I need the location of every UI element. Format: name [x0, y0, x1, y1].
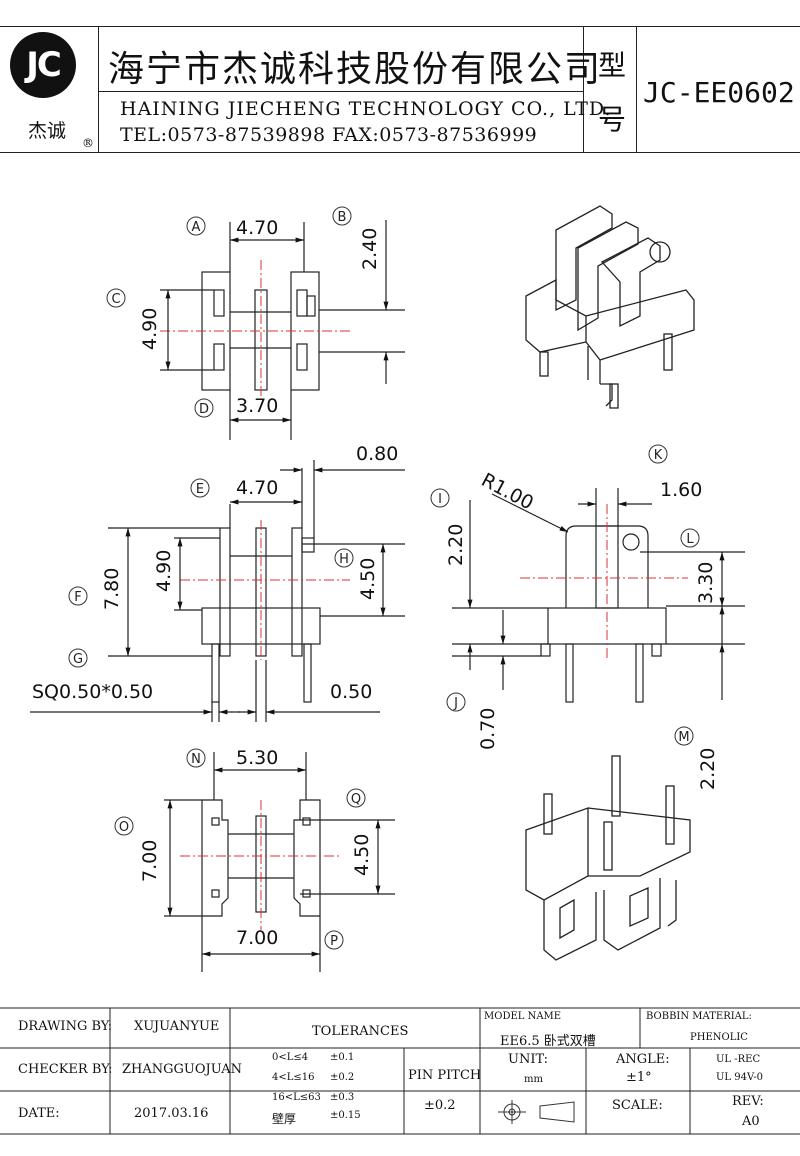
- dim-h-450: 4.50: [357, 558, 379, 600]
- model-label-1: 型: [598, 49, 627, 82]
- tol-value-2: ±0.2: [330, 1072, 355, 1083]
- dim-g-050: 0.50: [330, 681, 372, 703]
- dim-q-450: 4.50: [351, 834, 373, 876]
- model-name-label: MODEL NAME: [484, 1011, 562, 1022]
- projection-symbol: [498, 1100, 575, 1124]
- iso-view-bottom: [525, 755, 691, 961]
- tol-value-3: ±0.3: [330, 1092, 355, 1103]
- company-name-cn: 海宁市杰诚科技股份有限公司: [108, 49, 603, 90]
- front-view: [30, 460, 405, 722]
- marker-circles: [68, 206, 700, 950]
- model-label-2: 号: [598, 103, 627, 136]
- marker-q: Q: [351, 792, 361, 807]
- marker-o: O: [119, 820, 129, 835]
- drawing-by-value: XUJUANYUE: [134, 1019, 220, 1034]
- dim-e-080: 0.80: [356, 443, 398, 465]
- checker-by-label: CHECKER BY:: [18, 1062, 113, 1077]
- logo-name: 杰诚: [28, 120, 67, 142]
- company-contact: TEL:0573-87539898 FAX:0573-87536999: [120, 124, 538, 146]
- model-code: JC-EE0602: [643, 76, 795, 109]
- angle-label: ANGLE:: [616, 1052, 670, 1067]
- company-logo: JC 杰诚 ®: [10, 32, 94, 150]
- marker-k: K: [654, 448, 663, 463]
- registered-mark: ®: [82, 136, 94, 150]
- dim-i-220: 2.20: [445, 524, 467, 566]
- marker-c: C: [111, 292, 120, 307]
- marker-p: P: [330, 934, 338, 949]
- marker-n: N: [191, 752, 201, 767]
- marker-j: J: [453, 696, 458, 711]
- marker-i: I: [438, 492, 442, 507]
- marker-l: L: [686, 532, 694, 547]
- drawing-by-label: DRAWING BY:: [18, 1019, 113, 1034]
- date-label: DATE:: [18, 1106, 60, 1121]
- company-name-en: HAINING JIECHENG TECHNOLOGY CO., LTD.: [120, 98, 612, 120]
- top-view: [160, 220, 405, 440]
- unit-value: mm: [524, 1074, 543, 1085]
- dimension-labels: 4.70 2.40 4.90 3.70 4.70 0.80 7.80 4.90 …: [32, 217, 719, 949]
- checker-by-value: ZHANGGUOJUAN: [122, 1062, 243, 1077]
- date-value: 2017.03.16: [134, 1106, 209, 1121]
- tol-range-2: 4<L≤16: [272, 1072, 315, 1083]
- marker-g: G: [73, 652, 83, 667]
- marker-b: B: [338, 210, 347, 225]
- marker-a: A: [192, 220, 201, 235]
- dim-a-470: 4.70: [236, 217, 278, 239]
- dim-l-330: 3.30: [695, 562, 717, 604]
- model-name-value: EE6.5 卧式双槽: [500, 1034, 596, 1049]
- marker-d: D: [199, 402, 209, 417]
- title-block-grid: [0, 1007, 800, 1135]
- dim-k-160: 1.60: [660, 479, 702, 501]
- dim-f-490: 4.90: [153, 550, 175, 592]
- tol-range-3: 16<L≤63: [272, 1092, 321, 1103]
- bobbin-material-value: PHENOLIC: [690, 1032, 748, 1043]
- bobbin-material-label: BOBBIN MATERIAL:: [646, 1011, 752, 1022]
- marker-letters: A B C D E F G H I J K L M N O P Q: [73, 210, 694, 949]
- dim-r-100: R1.00: [478, 469, 537, 514]
- logo-mark: JC: [10, 32, 76, 98]
- dim-m-220: 2.20: [697, 748, 719, 790]
- dim-f-780: 7.80: [101, 568, 123, 610]
- dim-c-490: 4.90: [139, 308, 161, 350]
- rev-value: A0: [742, 1114, 760, 1129]
- ul-rec: UL -REC: [716, 1054, 761, 1065]
- dim-n-530: 5.30: [236, 747, 278, 769]
- dim-p-700: 7.00: [236, 927, 278, 949]
- dim-b-240: 2.40: [359, 228, 381, 270]
- bottom-view: [164, 752, 395, 972]
- dim-sq: SQ0.50*0.50: [32, 681, 153, 703]
- pin-pitch-label: PIN PITCH: [408, 1068, 482, 1083]
- tolerances-label: TOLERANCES: [312, 1024, 409, 1039]
- tol-range-1: 0<L≤4: [272, 1052, 309, 1063]
- tol-value-1: ±0.1: [330, 1052, 355, 1063]
- angle-value: ±1°: [626, 1070, 652, 1085]
- iso-view-top: [525, 205, 695, 409]
- marker-f: F: [74, 590, 81, 605]
- rev-label: REV:: [732, 1094, 764, 1109]
- marker-e: E: [196, 482, 204, 497]
- side-view: [452, 488, 745, 703]
- dim-d-370: 3.70: [236, 395, 278, 417]
- marker-h: H: [339, 552, 349, 567]
- dim-o-700: 7.00: [139, 840, 161, 882]
- scale-label: SCALE:: [612, 1098, 663, 1113]
- dim-e-470: 4.70: [236, 477, 278, 499]
- unit-label: UNIT:: [508, 1052, 549, 1067]
- tol-range-4: 壁厚: [272, 1112, 297, 1126]
- pin-pitch-value: ±0.2: [424, 1098, 456, 1113]
- marker-m: M: [678, 730, 689, 745]
- tol-value-4: ±0.15: [330, 1110, 361, 1121]
- ul-94v0: UL 94V-0: [716, 1072, 764, 1083]
- dim-j-070: 0.70: [477, 708, 499, 750]
